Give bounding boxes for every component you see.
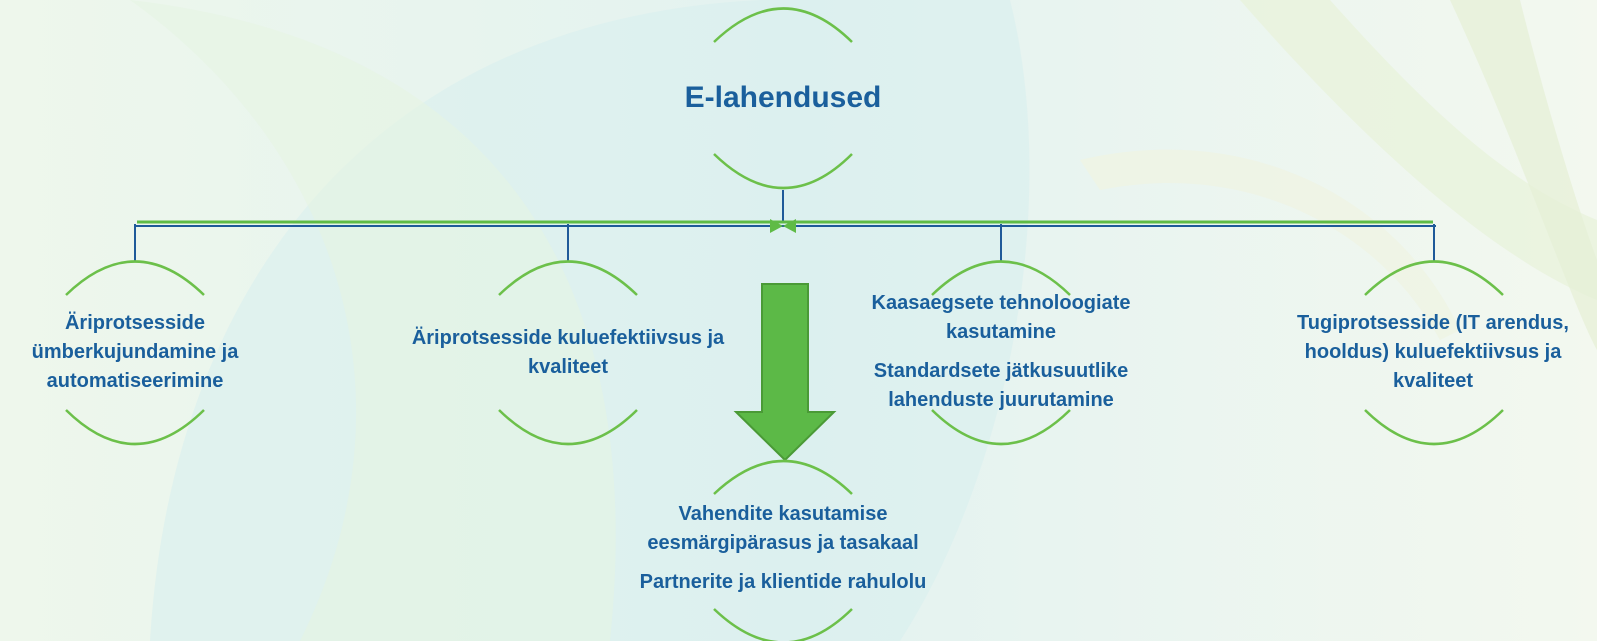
branch-1-arc-bottom — [65, 409, 205, 446]
branch-2-arc-top — [498, 260, 638, 296]
branch-4-arc-top — [1364, 260, 1504, 296]
page-title: E-lahendused — [684, 81, 882, 114]
connector-arrow-right — [783, 219, 796, 233]
outcome-arc-top — [713, 459, 853, 495]
outcome-arc-bottom — [713, 608, 853, 641]
branch-3-label: Kaasaegsete tehnoloogiate kasutamine Sta… — [846, 289, 1156, 415]
down-arrow — [733, 283, 837, 462]
branch-1-label: Äriprotsesside ümberkujundamine ja autom… — [31, 312, 239, 392]
branch-3-arc-bottom — [931, 409, 1071, 446]
branch-3-line-1: Kaasaegsete tehnoloogiate kasutamine — [871, 292, 1131, 343]
branch-3-line-2: Standardsete jätkusuutlike lahenduste ju… — [873, 360, 1129, 411]
branch-3-arc-top — [931, 260, 1071, 296]
title-arc-bottom — [713, 153, 853, 190]
connector-arrow-left — [770, 219, 783, 233]
branch-4-arc-bottom — [1364, 409, 1504, 446]
outcome-line-1: Vahendite kasutamise eesmärgipärasus ja … — [647, 503, 919, 554]
branch-2-arc-bottom — [498, 409, 638, 446]
title-arc-top — [713, 7, 853, 43]
outcome-label: Vahendite kasutamise eesmärgipärasus ja … — [598, 500, 968, 597]
branch-4-label: Tugiprotsesside (IT arendus, hooldus) ku… — [1297, 312, 1569, 392]
outcome-line-2: Partnerite ja klientide rahulolu — [639, 571, 927, 593]
branch-1-arc-top — [65, 260, 205, 296]
branch-2-label: Äriprotsesside kuluefektiivsus ja kvalit… — [411, 327, 725, 378]
